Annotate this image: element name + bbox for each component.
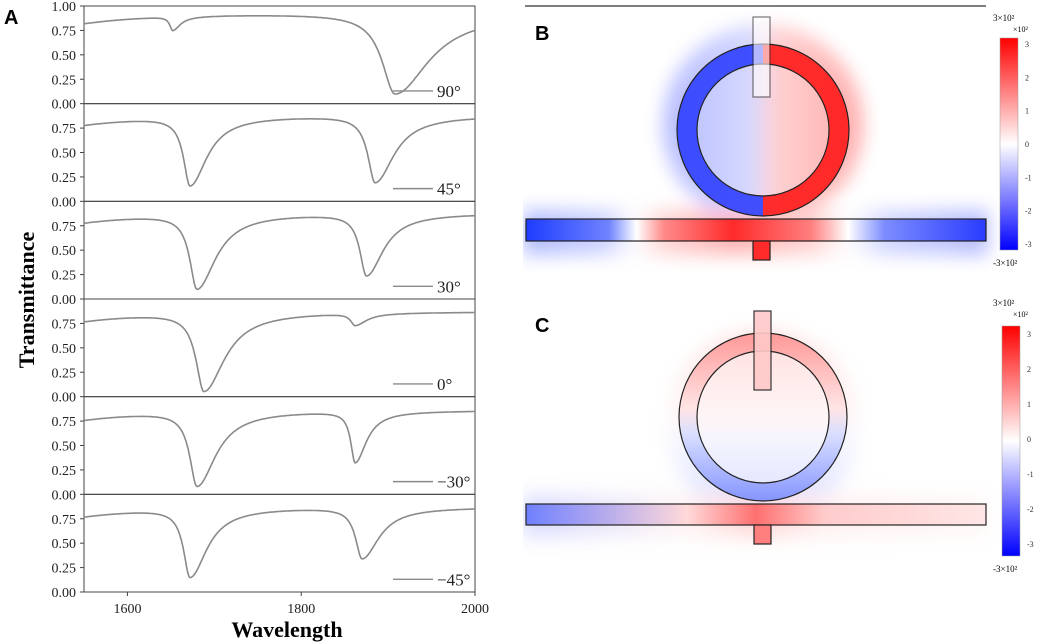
colorbar-tick-label: 2 <box>1025 73 1029 82</box>
colorbar-b: 3×10² ×10² 3 2 1 0 -1 -2 -3 -3×10² <box>993 13 1032 268</box>
series-line <box>83 410 475 488</box>
bus-waveguide-c <box>525 503 987 545</box>
field-map-b: B 3×10² ×10² 3 2 1 0 -1 -2 -3 -3×10² <box>523 0 1032 290</box>
colorbar-tick-label: -3 <box>1025 240 1032 249</box>
y-tick-label: 0.75 <box>52 415 77 430</box>
y-tick-label: 0.50 <box>52 440 77 455</box>
subplot-frame <box>83 5 476 105</box>
panel-label-b: B <box>535 23 549 45</box>
legend-label: −30° <box>437 473 470 492</box>
subplot-frame <box>83 396 476 495</box>
y-tick-label: 0.00 <box>52 195 77 210</box>
y-tick-label: 0.75 <box>52 24 77 39</box>
series-line <box>83 118 476 187</box>
colorbar-tick-label: -3 <box>1027 540 1034 549</box>
series-line <box>83 214 475 291</box>
subplot-frame <box>83 200 476 300</box>
y-tick-label: 0.25 <box>52 73 77 88</box>
colorbar-tick-label: 3 <box>1027 330 1031 339</box>
colorbar-tick-label: 0 <box>1027 435 1031 444</box>
legend-label: −45° <box>437 570 470 589</box>
y-tick-label: 0.50 <box>52 244 77 259</box>
series-line <box>83 311 475 393</box>
y-tick-label: 0.75 <box>52 317 77 332</box>
legend-label: 0° <box>437 375 452 394</box>
colorbar-tick-label: -2 <box>1027 505 1034 514</box>
colorbar-tick-label: -2 <box>1025 207 1032 216</box>
colorbar-min-label-c: -3×10² <box>993 564 1018 574</box>
colorbar-tick-label: 0 <box>1025 140 1029 149</box>
legend-label: 90° <box>437 82 461 101</box>
y-tick-label: 0.00 <box>52 293 77 308</box>
colorbar-tick-label: -1 <box>1025 173 1032 182</box>
colorbar-tick-label: -1 <box>1027 470 1034 479</box>
panel-label-a: A <box>4 7 18 29</box>
y-tick-label: 0.75 <box>52 513 77 528</box>
transmittance-chart: A Transmittance Wavelength 0.000.250.500… <box>4 0 489 642</box>
legend-label: 45° <box>437 180 461 199</box>
y-tick-label: 0.25 <box>52 171 77 186</box>
y-tick-label: 0.00 <box>52 98 77 113</box>
colorbar-min-label: -3×10² <box>993 258 1018 268</box>
y-tick-label: 0.00 <box>52 586 77 601</box>
y-tick-label: 0.50 <box>52 147 77 162</box>
y-tick-label: 0.25 <box>52 269 77 284</box>
x-tick-group: 1600 1800 2000 <box>113 592 489 617</box>
colorbar-tick-label: 1 <box>1027 400 1031 409</box>
colorbar-tick-label: 1 <box>1025 107 1029 116</box>
legend-label: 30° <box>437 277 461 296</box>
colorbar-unit-label-c: ×10² <box>1013 310 1029 319</box>
colorbar-tick-label: 3 <box>1025 40 1029 49</box>
y-tick-label: 0.25 <box>52 464 77 479</box>
x-tick-label: 1600 <box>113 602 141 617</box>
subplot-frame <box>83 493 476 593</box>
panel-label-c: C <box>535 315 549 337</box>
series-line <box>83 508 475 579</box>
field-map-c: C 3×10² ×10² 3 2 1 0 -1 -2 -3 -3×10² <box>523 296 1034 596</box>
series-line <box>83 15 476 95</box>
ring-resonator-c <box>678 310 848 502</box>
colorbar-max-label-c: 3×10² <box>993 298 1015 308</box>
colorbar-max-label: 3×10² <box>993 13 1015 23</box>
bus-waveguide <box>525 218 987 261</box>
subplot-frame <box>83 103 476 202</box>
x-tick-label: 1800 <box>287 602 315 617</box>
y-tick-label: 0.50 <box>52 49 77 64</box>
y-tick-label: 0.50 <box>52 342 77 357</box>
y-tick-label: 0.50 <box>52 537 77 552</box>
x-tick-label: 2000 <box>461 602 489 617</box>
colorbar-unit-label: ×10² <box>1013 25 1029 34</box>
y-tick-label: 0.00 <box>52 391 77 406</box>
colorbar-tick-label: 2 <box>1027 365 1031 374</box>
x-axis-label: Wavelength <box>231 617 342 642</box>
y-tick-label: 0.25 <box>52 562 77 577</box>
y-tick-label: 0.25 <box>52 366 77 381</box>
colorbar-c: 3×10² ×10² 3 2 1 0 -1 -2 -3 -3×10² <box>993 298 1034 574</box>
ring-resonator <box>676 16 850 217</box>
y-axis-label: Transmittance <box>14 232 39 369</box>
y-tick-label: 0.75 <box>52 122 77 137</box>
y-tick-label: 0.00 <box>52 488 77 503</box>
y-tick-label: 0.75 <box>52 220 77 235</box>
subplot-group: 0.00 0.25 0.50 0.75 1.00 90° 0.00 0.25 0.50 0.75 4… <box>52 0 476 601</box>
y-tick-label: 1.00 <box>52 0 77 15</box>
